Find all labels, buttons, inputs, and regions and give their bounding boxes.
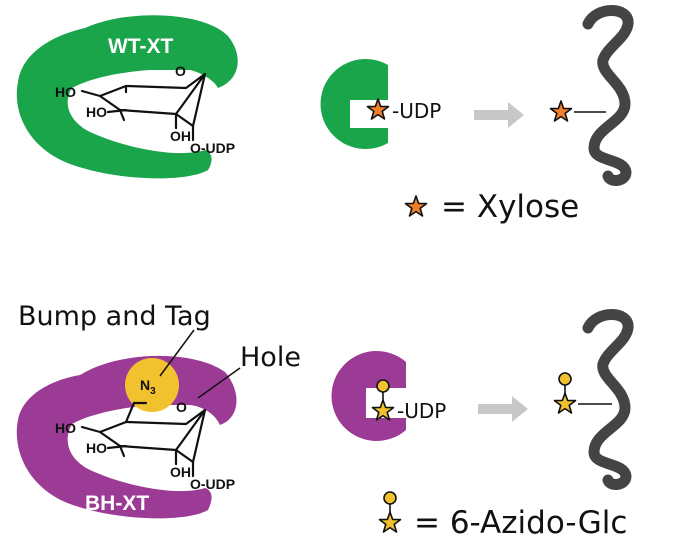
- wt-donor-udp: -UDP: [392, 99, 441, 123]
- azido-glc-legend: = 6-Azido-Glc: [414, 505, 627, 541]
- xylose-star-icon: [366, 98, 390, 120]
- hole-label: Hole: [240, 342, 301, 373]
- azide-label: N3: [140, 377, 156, 397]
- wt-enzyme-pocket: [16, 15, 238, 179]
- bh-ring-oxygen: O: [176, 399, 187, 415]
- wt-sugar-ring: [80, 72, 207, 142]
- protein-chain-icon: [582, 309, 634, 490]
- xylose-legend: = Xylose: [441, 189, 579, 225]
- bh-donor-udp: -UDP: [397, 399, 446, 423]
- xylose-star-icon: [404, 195, 428, 217]
- xylose-star-icon: [549, 100, 573, 122]
- wt-anomeric-udp: O-UDP: [190, 140, 235, 156]
- reaction-arrow-icon: [474, 102, 524, 128]
- bh-anomeric-udp: O-UDP: [190, 476, 235, 492]
- bh-substituent-1: HO: [55, 420, 76, 436]
- bh-substituent-2: HO: [86, 440, 107, 456]
- wt-substituent-1: HO: [55, 84, 76, 100]
- bh-substituent-3: OH: [170, 464, 191, 480]
- wt-ring-oxygen: O: [175, 63, 186, 79]
- azide-bump: [125, 358, 179, 412]
- azido-glc-icon: [553, 372, 577, 414]
- bump-pointer: [159, 329, 195, 377]
- hole-pointer: [197, 367, 241, 399]
- azido-glc-icon: [371, 379, 395, 421]
- wt-enzyme-label: WT-XT: [108, 35, 173, 58]
- bh-enzyme-icon: [331, 351, 406, 441]
- wt-enzyme-icon: [320, 59, 388, 150]
- wt-substituent-2: HO: [86, 104, 107, 120]
- bh-enzyme-label: BH-XT: [85, 492, 149, 515]
- bump-and-tag-label: Bump and Tag: [18, 301, 211, 332]
- bh-sugar-ring: [80, 401, 207, 478]
- reaction-arrow-icon: [478, 396, 528, 422]
- protein-chain-icon: [582, 5, 634, 186]
- azido-glc-icon: [378, 491, 402, 533]
- bh-enzyme-shape: [16, 355, 237, 519]
- wt-enzyme-shape: [16, 15, 238, 179]
- wt-substituent-3: OH: [170, 128, 191, 144]
